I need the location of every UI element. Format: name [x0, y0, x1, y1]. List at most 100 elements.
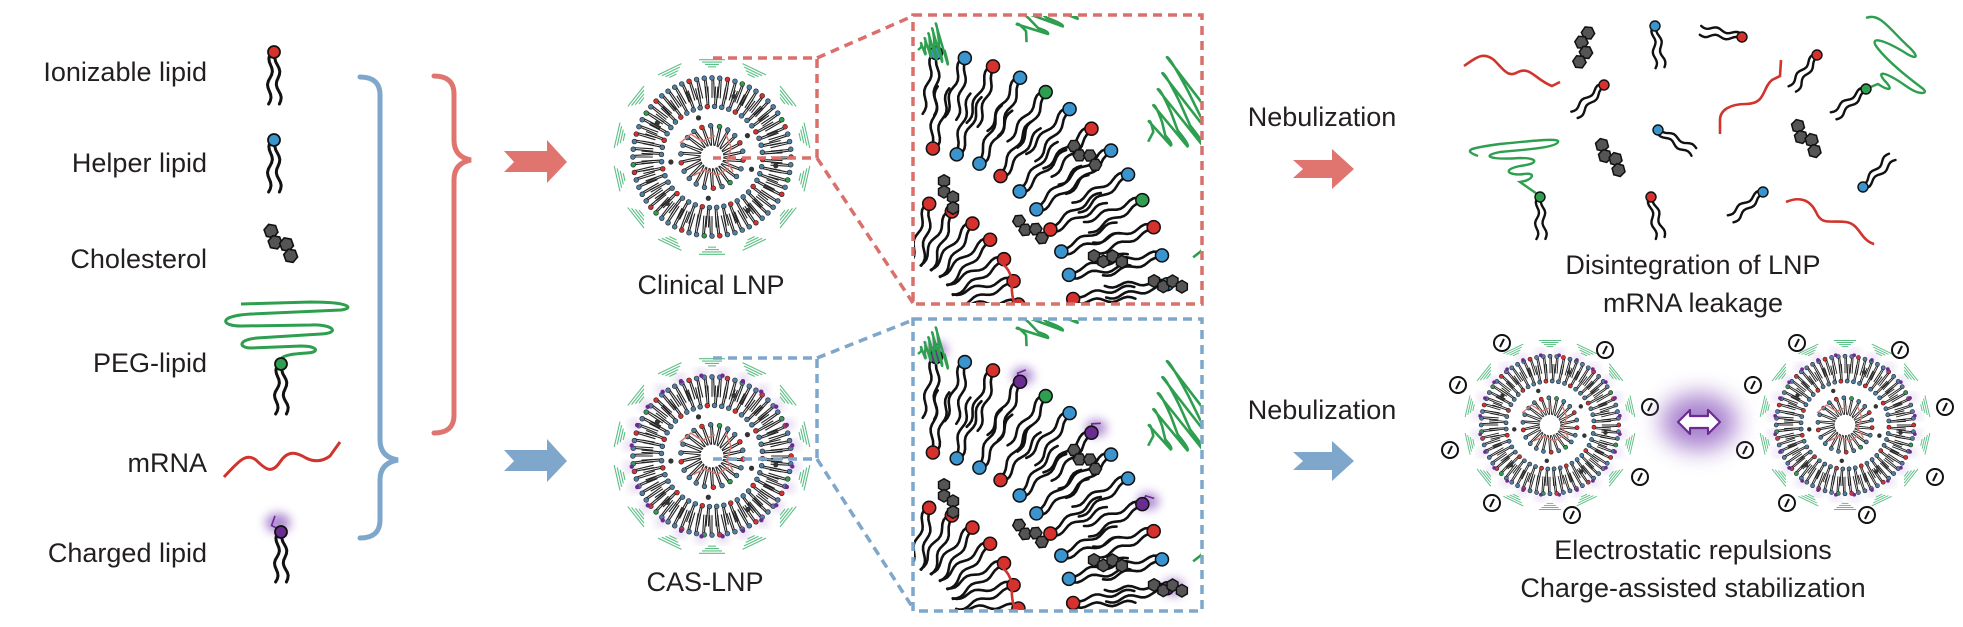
- bilayer-lipid: [1557, 465, 1565, 485]
- bilayer-lipid: [699, 423, 712, 446]
- bilayer-lipid: [760, 409, 781, 426]
- bilayer-lipid: [1505, 381, 1521, 397]
- peg-fan: [1798, 493, 1819, 507]
- cholesterol-speck: [744, 133, 751, 139]
- cholesterol-speck: [1839, 458, 1845, 464]
- bilayer-lipid: [744, 105, 763, 124]
- negative-charge-icon: [1858, 506, 1876, 524]
- charged-head: [645, 503, 651, 508]
- bilayer-lipid: [1790, 444, 1810, 456]
- inset-lipid: [1065, 284, 1137, 303]
- cas-outcome-line2: Charge-assisted stabilization: [1520, 573, 1865, 603]
- bilayer-lipid: [765, 179, 788, 190]
- bilayer-lipid: [1588, 457, 1606, 471]
- repulsion-double-arrow-icon: [1661, 394, 1737, 450]
- inset-lipid: [1043, 495, 1109, 541]
- peg-fan: [742, 236, 767, 251]
- charged-head: [1538, 353, 1543, 358]
- bilayer-lipid: [1830, 365, 1838, 385]
- charged-head: [790, 464, 795, 469]
- bilayer-lipid: [712, 466, 725, 489]
- bilayer-lipid: [1814, 370, 1826, 390]
- cholesterol-speck: [745, 506, 751, 513]
- charged-head: [660, 518, 665, 523]
- inset-cholesterol: [937, 477, 960, 520]
- bilayer-lipid: [1873, 380, 1889, 396]
- bilayer-lipid: [1495, 394, 1514, 408]
- peg-fan: [1625, 395, 1636, 418]
- bilayer-lipid: [1822, 473, 1831, 494]
- bilayer-lipid: [717, 127, 731, 149]
- free-lipid: [1698, 24, 1748, 43]
- bilayer-lipid: [1785, 451, 1803, 466]
- bilayer-lipid: [681, 458, 703, 473]
- free-cholesterol: [1594, 137, 1626, 178]
- charged-head: [740, 528, 746, 533]
- charged-head: [1539, 492, 1543, 497]
- charged-head: [1478, 432, 1483, 437]
- charged-head: [1521, 488, 1525, 492]
- cas-outcome-line1: Electrostatic repulsions: [1554, 535, 1832, 565]
- free-lipid: [1652, 124, 1698, 157]
- bilayer-lipid: [1854, 355, 1861, 375]
- charged-head: [1590, 367, 1595, 371]
- bilayer-lipid: [659, 499, 675, 520]
- bilayer-lipid: [1594, 449, 1614, 460]
- bilayer-lipid: [1552, 476, 1560, 496]
- negative-charge-icon: [1596, 341, 1614, 359]
- peg-fan: [657, 362, 682, 377]
- inset-lipid: [1025, 405, 1077, 467]
- nebulization-arrow-bottom: [1293, 441, 1354, 481]
- bilayer-lipid: [653, 98, 673, 116]
- bilayer-lipid: [1534, 475, 1541, 495]
- bilayer-lipid: [645, 130, 667, 144]
- bilayer-lipid: [641, 150, 665, 158]
- bilayer-lipid: [734, 198, 748, 220]
- bilayer-lipid: [1851, 365, 1860, 385]
- bilayer-lipid: [768, 430, 791, 442]
- bilayer-lipid: [721, 203, 730, 227]
- label-peg-lipid: PEG-lipid: [93, 348, 207, 378]
- bilayer-lipid: [642, 439, 666, 450]
- charged-head: [1478, 414, 1483, 418]
- inset-lipid: [993, 120, 1042, 184]
- peg-fan: [798, 464, 811, 491]
- bilayer-lipid: [739, 84, 752, 107]
- peg-fan: [1576, 493, 1597, 507]
- bilayer-lipid: [1877, 387, 1895, 401]
- cholesterol-speck: [748, 166, 755, 172]
- cholesterol-speck: [1877, 433, 1882, 438]
- peg-fan: [798, 421, 811, 448]
- inset-cholesterol: [1147, 577, 1189, 598]
- bilayer-lipid: [1589, 437, 1608, 448]
- bilayer-lipid: [751, 198, 771, 216]
- bilayer-lipid: [1833, 396, 1845, 416]
- peg-fan: [1476, 468, 1492, 487]
- peg-fan: [627, 85, 645, 107]
- peg-fan: [613, 421, 626, 448]
- bilayer-lipid: [636, 176, 658, 190]
- cholesterol-speck: [745, 207, 751, 214]
- bilayer-lipid: [758, 438, 782, 447]
- bilayer-lipid: [1562, 474, 1573, 494]
- negative-charge-icon: [1936, 398, 1954, 416]
- inset-lipid: [1054, 525, 1123, 563]
- charged-head: [784, 422, 789, 428]
- bilayer-lipid: [630, 146, 654, 152]
- charged-head: [645, 404, 650, 409]
- charged-head: [660, 389, 665, 395]
- bilayer-lipid: [769, 167, 793, 176]
- bilayer-lipid: [643, 486, 664, 503]
- free-peg-chain: [1468, 138, 1560, 197]
- bilayer-lipid: [686, 78, 698, 101]
- inset-lipid: [1042, 425, 1099, 482]
- peg-fan: [613, 122, 626, 149]
- bilayer-lipid: [721, 502, 730, 526]
- bilayer-lipid: [1540, 354, 1548, 374]
- bilayer-lipid: [754, 177, 775, 193]
- clinical-outcome-line2: mRNA leakage: [1603, 288, 1783, 318]
- inset-lipid: [1012, 444, 1068, 503]
- mrna-strand-icon: [222, 441, 342, 479]
- charged-lipid-icon: [265, 513, 291, 584]
- bilayer-lipid: [1857, 474, 1868, 494]
